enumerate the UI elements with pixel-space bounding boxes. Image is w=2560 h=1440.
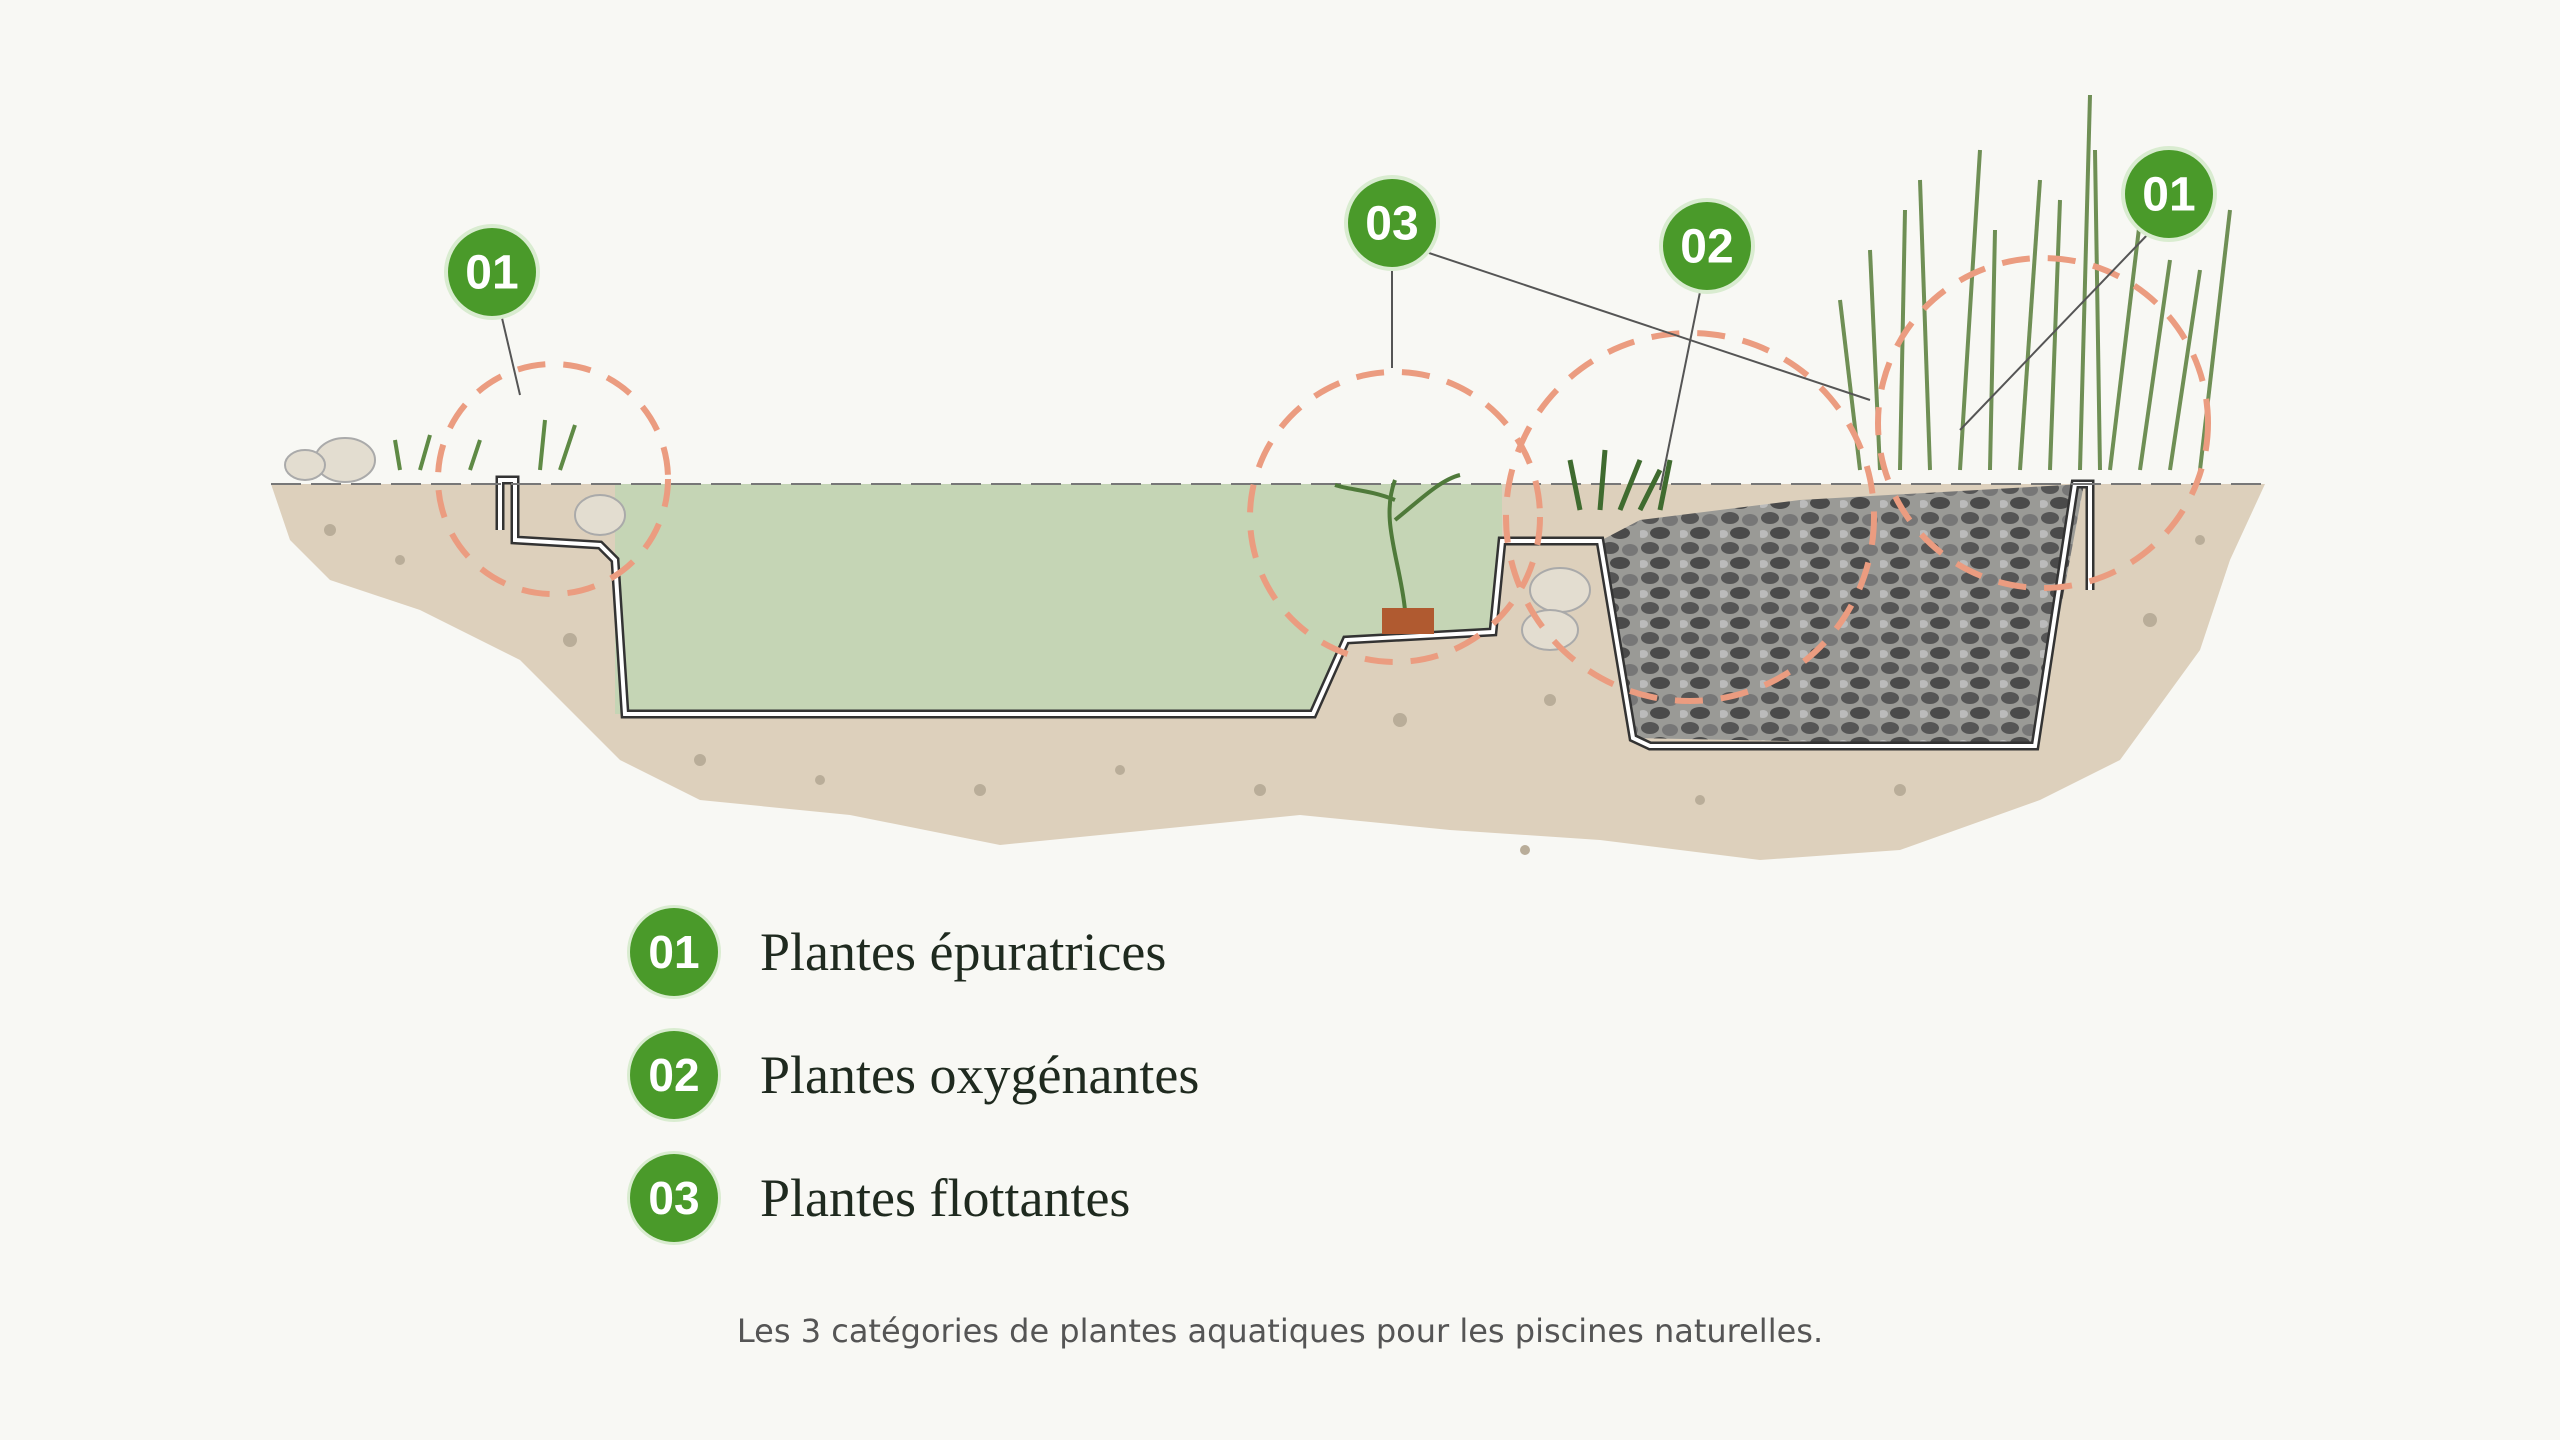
zone-circle-03 — [1247, 369, 1543, 665]
soil-pebbles — [324, 524, 2205, 855]
gravel-filter-bed — [1600, 484, 2084, 746]
zone-highlights — [435, 255, 2211, 704]
legend-badge: 03 — [630, 1153, 718, 1242]
legend-badge: 01 — [630, 907, 718, 996]
svg-text:01: 01 — [465, 247, 518, 300]
floating-plant-in-pot — [1334, 473, 1461, 634]
legend: 01 Plantes épuratrices 02 Plantes oxygén… — [630, 890, 1199, 1259]
legend-item: 03 Plantes flottantes — [630, 1136, 1199, 1259]
legend-label: Plantes épuratrices — [760, 921, 1167, 982]
zone-circle-02 — [1503, 330, 1877, 704]
legend-item: 02 Plantes oxygénantes — [630, 1013, 1199, 1136]
pool-water — [615, 484, 1502, 714]
oxygenating-plants — [1567, 449, 1673, 512]
legend-label: Plantes oxygénantes — [760, 1044, 1200, 1105]
legend-item: 01 Plantes épuratrices — [630, 890, 1199, 1013]
shore-plants — [393, 419, 577, 471]
legend-label: Plantes flottantes — [760, 1167, 1131, 1228]
zone-circle-01-left — [435, 361, 671, 597]
callout-badge-01-left: 01 — [444, 224, 540, 320]
legend-badge: 02 — [630, 1030, 718, 1119]
callout-badge-02: 02 — [1659, 198, 1755, 294]
svg-text:03: 03 — [1365, 198, 1418, 251]
svg-text:01: 01 — [2142, 169, 2195, 222]
svg-text:02: 02 — [1680, 221, 1733, 274]
zone-circle-01-right — [1875, 255, 2211, 591]
callout-badge-01-right: 01 — [2121, 146, 2217, 242]
leader-lines — [501, 231, 2151, 491]
shore-rocks — [284, 437, 1591, 651]
caption: Les 3 catégories de plantes aquatiques p… — [736, 1312, 1824, 1350]
callout-badge-03: 03 — [1344, 175, 1440, 271]
